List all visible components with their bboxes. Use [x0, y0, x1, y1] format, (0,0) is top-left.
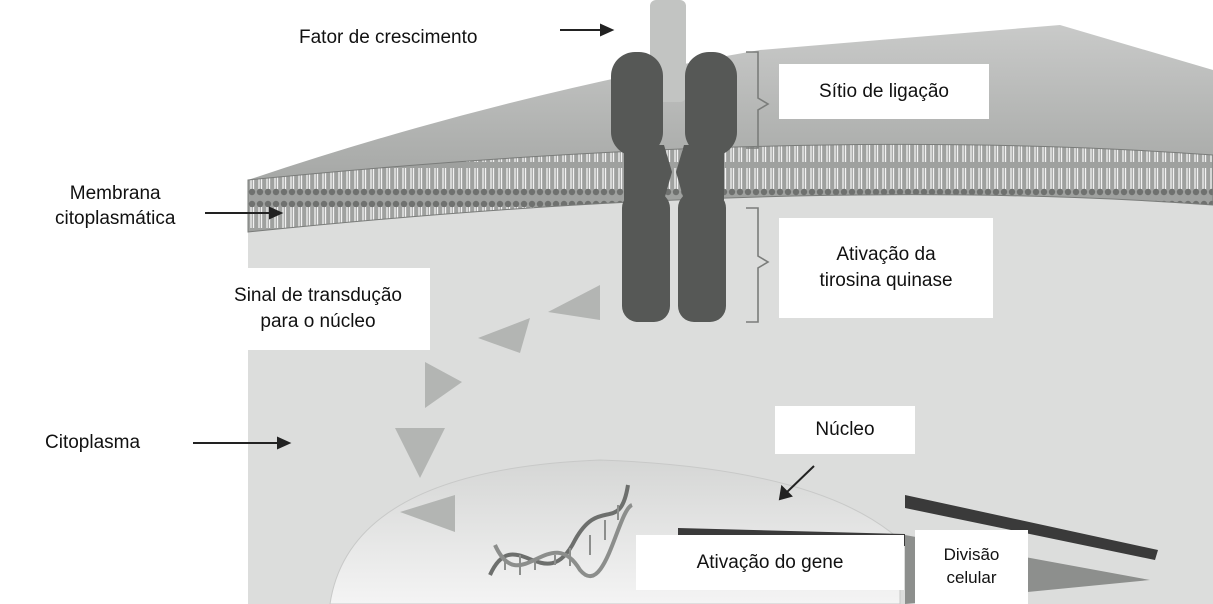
gene-activation-box: Ativação do gene [636, 535, 904, 590]
kinase-activation-box: Ativação da tirosina quinase [779, 218, 993, 318]
kinase-activation-label: Ativação da tirosina quinase [819, 242, 952, 293]
cytoplasm-label: Citoplasma [45, 431, 140, 456]
growth-factor-label: Fator de crescimento [299, 26, 477, 51]
binding-site-box: Sítio de ligação [779, 64, 989, 119]
gene-activation-label: Ativação do gene [697, 550, 844, 576]
binding-site-label: Sítio de ligação [819, 79, 949, 105]
nucleus-label: Núcleo [815, 417, 874, 443]
membrane-label: Membrana citoplasmática [55, 182, 175, 231]
cell-division-label: Divisão celular [944, 544, 1000, 590]
nucleus-box: Núcleo [775, 406, 915, 454]
signal-transduction-label: Sinal de transdução para o núcleo [234, 283, 402, 334]
cell-division-box: Divisão celular [915, 530, 1028, 604]
signal-transduction-box: Sinal de transdução para o núcleo [206, 268, 430, 350]
